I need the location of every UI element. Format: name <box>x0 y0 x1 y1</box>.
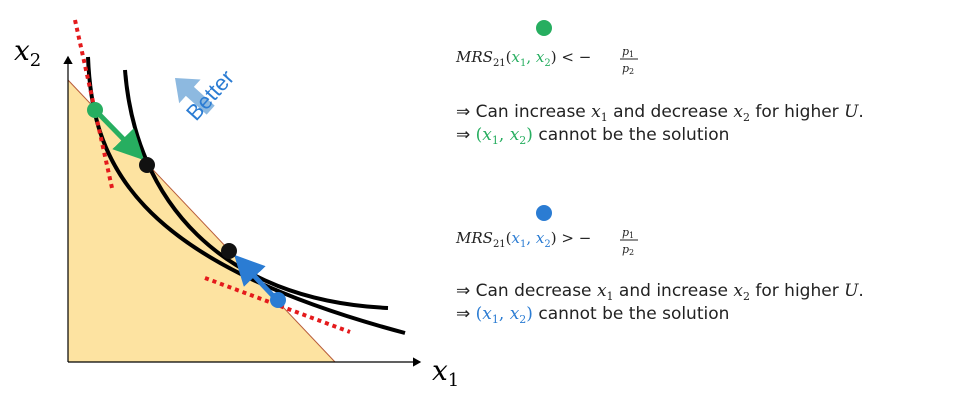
green-move-arrow <box>95 110 144 161</box>
y-axis-label: x2 <box>14 34 41 71</box>
x-axis-label: x1 <box>432 354 459 391</box>
tangent-line-blue <box>204 276 351 334</box>
blue-mrs-condition: MRS21(x1, x2) > − <box>455 229 591 250</box>
blue-implication-line2: ⇒ (x1, x2) cannot be the solution <box>456 304 729 326</box>
green-implication-line1: ⇒ Can increase x1 and decrease x2 for hi… <box>456 102 864 124</box>
optimum-point-upper <box>139 157 155 173</box>
blue-price-denominator: p2 <box>622 243 634 257</box>
blue-marker-dot <box>536 205 552 221</box>
indifference-curve-upper <box>123 69 389 310</box>
green-price-numerator: p1 <box>622 45 634 59</box>
optimum-point-lower <box>221 243 237 259</box>
green-marker-dot <box>536 20 552 36</box>
better-arrow <box>175 78 215 115</box>
blue-point <box>270 292 286 308</box>
green-price-denominator: p2 <box>622 62 634 76</box>
blue-move-arrow <box>234 254 279 302</box>
green-implication-line2: ⇒ (x1, x2) cannot be the solution <box>456 125 729 147</box>
green-point <box>87 102 103 118</box>
blue-price-numerator: p1 <box>622 226 634 240</box>
green-mrs-condition: MRS21(x1, x2) < − <box>455 48 591 69</box>
blue-implication-line1: ⇒ Can decrease x1 and increase x2 for hi… <box>456 281 864 303</box>
